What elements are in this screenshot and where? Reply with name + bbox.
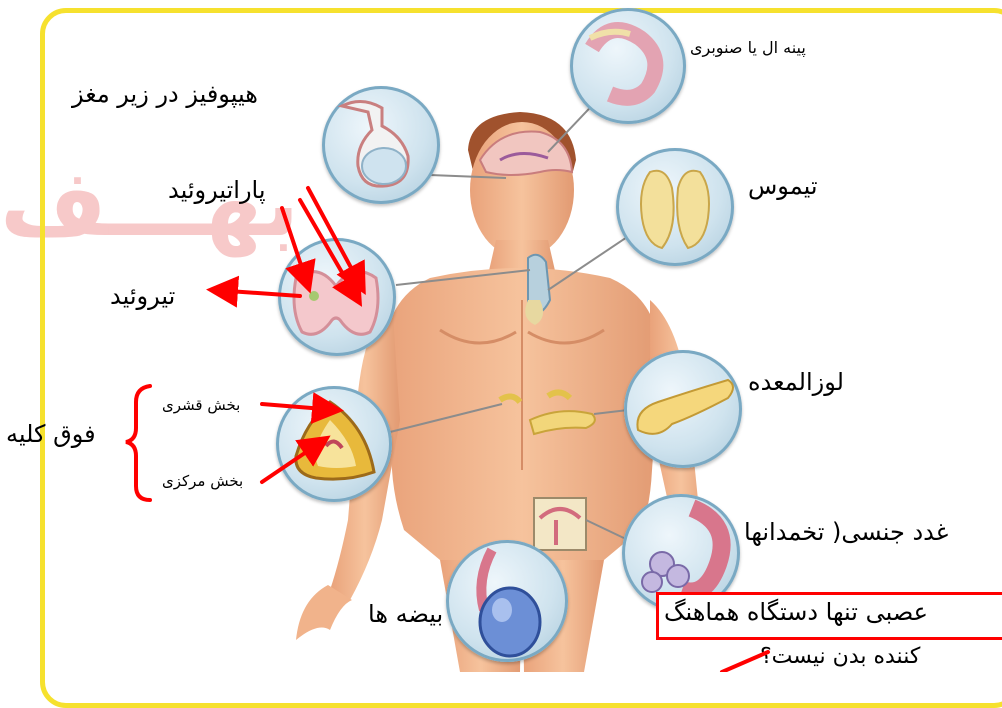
cortex-arrow xyxy=(262,404,336,410)
annotation-arrows xyxy=(0,0,1002,672)
parathyroid-arrow-1 xyxy=(282,208,308,286)
parathyroid-arrow-3 xyxy=(308,188,362,288)
medulla-arrow xyxy=(262,440,324,482)
thyroid-arrow xyxy=(214,290,300,296)
endocrine-diagram: بهـــف xyxy=(0,0,1002,672)
adrenal-bracket xyxy=(126,386,150,500)
question-arrow xyxy=(722,652,768,672)
